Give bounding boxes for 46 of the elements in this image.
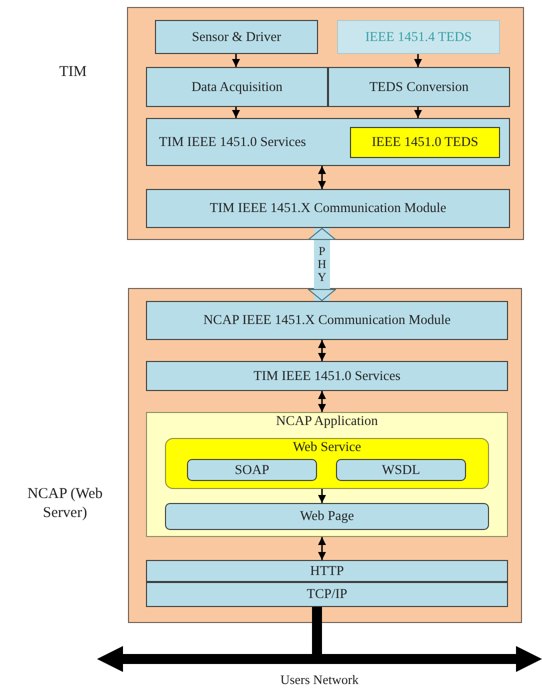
layer-label: TIM IEEE 1451.0 Services xyxy=(254,368,400,384)
block-arrow xyxy=(308,228,336,301)
layer-label: HTTP xyxy=(310,562,344,580)
layer-box xyxy=(328,67,510,107)
arrow xyxy=(318,489,326,503)
arrow xyxy=(414,54,422,67)
arrow xyxy=(318,340,326,361)
layer-box xyxy=(146,189,510,228)
network-label: Users Network xyxy=(279,672,360,688)
layer-label: IEEE 1451.0 TEDS xyxy=(372,134,478,151)
layer-label: NCAP IEEE 1451.X Communication Module xyxy=(203,312,451,329)
layer-box xyxy=(165,503,489,530)
layer-label: SOAP xyxy=(234,462,270,478)
layer-box xyxy=(146,361,508,391)
layer-label: Web Service xyxy=(292,439,362,456)
layer-label: IEEE 1451.4 TEDS xyxy=(365,28,472,46)
layer-box xyxy=(146,582,508,607)
layer-label: TCP/IP xyxy=(306,586,348,603)
application-panel xyxy=(146,412,508,537)
layer-label: Web Page xyxy=(300,508,354,525)
group-label: NCAP (Web Server) xyxy=(26,485,104,522)
layer-box xyxy=(146,118,510,166)
group-label: TIM xyxy=(58,63,88,82)
layer-label: TEDS Conversion xyxy=(369,78,469,96)
service-panel xyxy=(165,438,489,489)
layer-label: NCAP Application xyxy=(276,413,378,430)
layer-box xyxy=(146,560,508,582)
layer-label: TIM IEEE 1451.X Communication Module xyxy=(210,200,446,217)
layer-label: TIM IEEE 1451.0 Services xyxy=(159,134,306,150)
layer-label: Data Acquisition xyxy=(191,78,283,96)
layer-label: Sensor & Driver xyxy=(192,28,282,46)
layer-box xyxy=(337,20,500,54)
arrow xyxy=(318,166,326,189)
arrow xyxy=(232,107,240,118)
layer-box xyxy=(146,301,508,340)
arrow xyxy=(414,107,422,118)
layer-label: WSDL xyxy=(382,462,420,478)
arrow xyxy=(318,537,326,560)
teds-box xyxy=(350,127,500,158)
layer-box xyxy=(146,67,328,107)
layer-box xyxy=(155,20,318,54)
connector-line xyxy=(312,607,322,654)
arrow xyxy=(318,391,326,412)
layer-box xyxy=(187,459,317,481)
layer-box xyxy=(336,459,466,481)
arrow xyxy=(232,54,240,67)
